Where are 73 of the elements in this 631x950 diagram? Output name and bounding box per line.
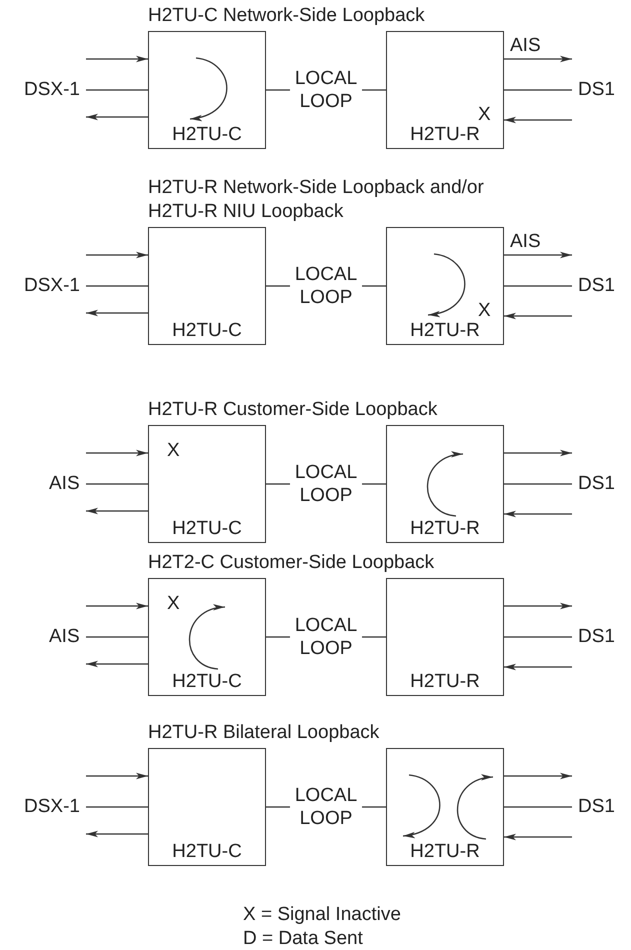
arrow — [86, 602, 148, 610]
unit-label: H2TU-R — [409, 841, 481, 863]
signal-label: DS1 — [578, 473, 615, 495]
unit-box — [386, 31, 504, 149]
arrow — [86, 450, 148, 456]
unit-box — [148, 227, 266, 345]
connecting-line — [504, 636, 572, 638]
edge-label: AIS — [510, 230, 541, 253]
arrow — [86, 252, 148, 258]
arrow — [504, 664, 572, 670]
connecting-line — [504, 483, 572, 485]
edge-label: AIS — [510, 34, 541, 57]
arrow — [504, 772, 572, 780]
unit-label: H2TU-C — [171, 671, 243, 693]
unit-box — [386, 227, 504, 345]
unit-box — [148, 425, 266, 543]
panel-title: H2TU-R Network-Side Loopback and/or H2TU-R NIU Loopback — [148, 176, 485, 224]
arrow — [504, 312, 572, 320]
signal-label: DSX-1 — [24, 275, 80, 297]
connecting-line — [86, 285, 148, 287]
panel-title: H2TU-R Bilateral Loopback — [148, 721, 380, 745]
connecting-line — [504, 89, 572, 91]
unit-label: H2TU-C — [171, 124, 243, 146]
unit-label: H2TU-C — [171, 841, 243, 863]
unit-box — [386, 748, 504, 866]
status-mark: X — [478, 300, 491, 322]
status-mark: X — [478, 104, 491, 126]
signal-label: DS1 — [578, 626, 615, 648]
unit-box — [148, 748, 266, 866]
signal-label: DS1 — [578, 796, 615, 818]
connecting-line — [504, 285, 572, 287]
key-text: X = Signal Inactive — [243, 903, 401, 927]
connecting-line — [504, 806, 572, 808]
unit-label: H2TU-R — [409, 124, 481, 146]
arrow — [504, 252, 572, 258]
panel-title: H2T2-C Customer-Side Loopback — [148, 551, 436, 575]
status-mark: X — [167, 593, 180, 615]
unit-label: H2TU-C — [171, 518, 243, 540]
arrow — [86, 660, 148, 668]
arrow — [504, 834, 572, 840]
unit-label: H2TU-R — [409, 518, 481, 540]
signal-label: DS1 — [578, 79, 615, 101]
arrow — [86, 310, 148, 316]
connecting-line — [86, 483, 148, 485]
signal-label: DS1 — [578, 275, 615, 297]
connecting-line — [86, 89, 148, 91]
unit-box — [148, 31, 266, 149]
unit-label: H2TU-R — [409, 671, 481, 693]
arrow — [86, 830, 148, 838]
arrow — [86, 508, 148, 514]
arrow — [504, 56, 572, 62]
panel-title: H2TU-R Customer-Side Loopback — [148, 398, 438, 422]
connecting-line — [86, 806, 148, 808]
arrow — [504, 510, 572, 518]
signal-label: DSX-1 — [24, 79, 80, 101]
connecting-line — [86, 636, 148, 638]
arrow — [86, 772, 148, 780]
unit-box — [386, 578, 504, 696]
arrow — [504, 116, 572, 124]
unit-label: H2TU-R — [409, 320, 481, 342]
arrow — [86, 114, 148, 120]
signal-label: AIS — [49, 626, 80, 648]
unit-label: H2TU-C — [171, 320, 243, 342]
panel-title: H2TU-C Network-Side Loopback — [148, 4, 426, 28]
status-mark: X — [167, 440, 180, 462]
signal-label: DSX-1 — [24, 796, 80, 818]
key-text: D = Data Sent — [243, 927, 363, 950]
arrow — [504, 450, 572, 456]
arrow — [504, 602, 572, 610]
arrow — [86, 56, 148, 62]
unit-box — [386, 425, 504, 543]
unit-box — [148, 578, 266, 696]
signal-label: AIS — [49, 473, 80, 495]
